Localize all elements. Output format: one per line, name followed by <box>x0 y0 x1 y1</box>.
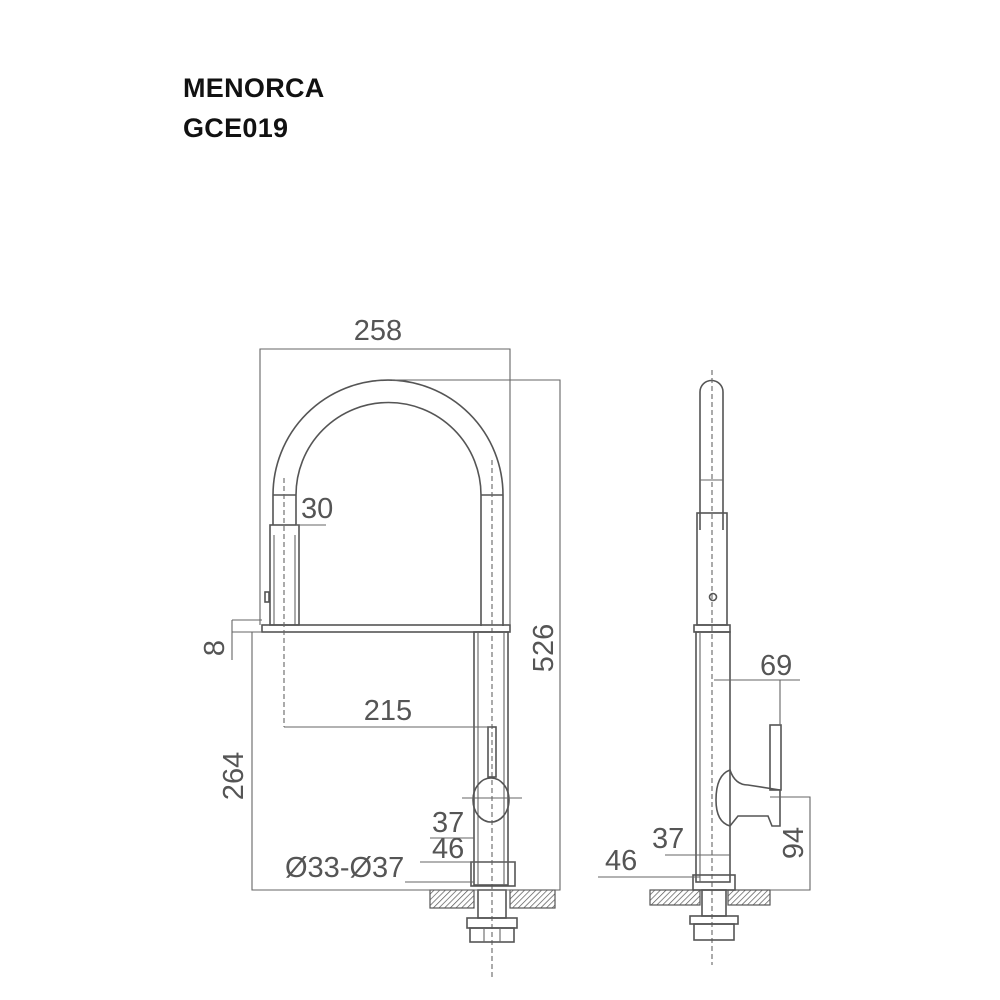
front-view: 258 30 8 215 526 264 37 46 Ø33-Ø37 <box>199 315 561 980</box>
base-plate <box>261 624 511 633</box>
dim-526: 526 <box>528 624 560 672</box>
dim-30: 30 <box>301 493 333 525</box>
dim-258: 258 <box>354 315 402 347</box>
product-code: GCE019 <box>183 113 289 143</box>
dim-46-side: 46 <box>605 845 637 877</box>
dim-215: 215 <box>364 695 412 727</box>
handle-lever-side <box>769 724 782 791</box>
faucet-body <box>473 631 509 886</box>
side-view: 69 94 37 46 <box>598 370 811 965</box>
dim-37-front: 37 <box>432 807 464 839</box>
spout-outer-arc <box>272 379 504 626</box>
handle-ball <box>472 777 510 823</box>
dim-46-front: 46 <box>432 833 464 865</box>
dim-8: 8 <box>199 640 231 656</box>
dim-hole-diameter: Ø33-Ø37 <box>285 852 404 884</box>
spray-button <box>708 592 718 602</box>
dim-37-side: 37 <box>652 823 684 855</box>
dim-69: 69 <box>760 650 792 682</box>
handle-side <box>715 768 781 827</box>
spout-inner-arc <box>295 401 482 626</box>
dim-264: 264 <box>218 752 250 800</box>
side-body <box>695 631 731 883</box>
product-name: MENORCA <box>183 73 325 103</box>
dim-94: 94 <box>778 827 810 859</box>
spray-button <box>264 591 270 603</box>
